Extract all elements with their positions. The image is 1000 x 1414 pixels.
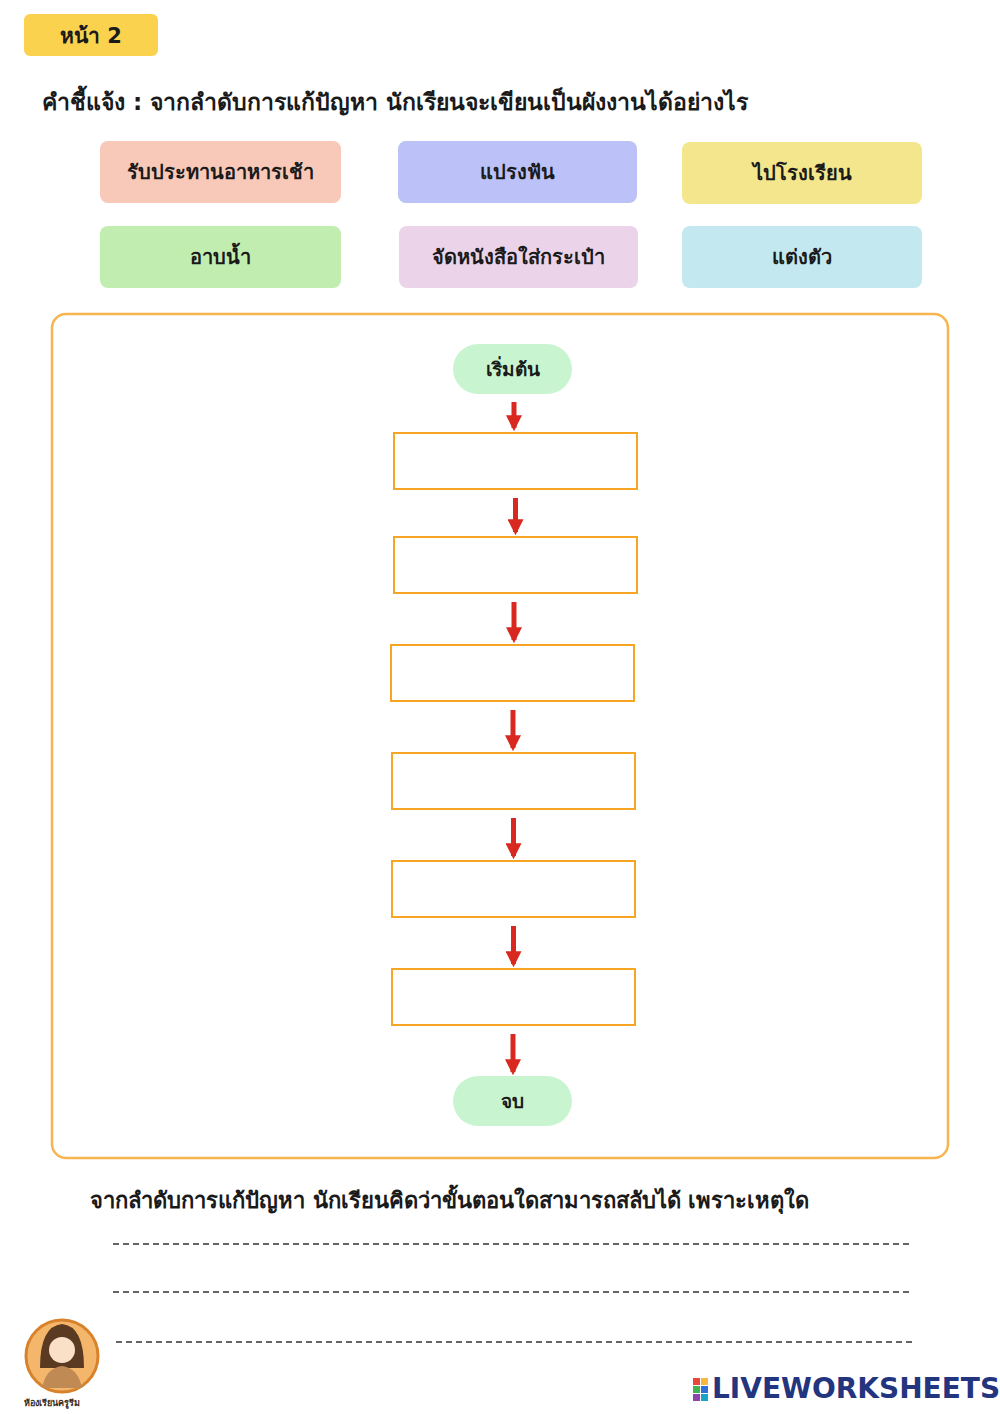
question-text: จากลำดับการแก้ปัญหา นักเรียนคิดว่าขั้นตอ…	[90, 1183, 809, 1218]
node-text: แต่งตัว	[772, 241, 832, 273]
node-text: แปรงฟัน	[480, 156, 555, 188]
flow-arrow	[511, 818, 516, 856]
process-box	[391, 968, 636, 1026]
flow-arrow	[512, 402, 517, 428]
node-text: รับประทานอาหารเช้า	[127, 156, 314, 188]
node-text: จบ	[501, 1086, 524, 1116]
answer-panel	[52, 314, 948, 1158]
liveworksheets-icon	[693, 1378, 708, 1401]
process-box	[391, 860, 636, 918]
process-box	[393, 432, 638, 490]
option-box: อาบน้ำ	[100, 226, 341, 288]
flow-arrow	[511, 1034, 516, 1072]
node-text: อาบน้ำ	[190, 241, 251, 273]
flow-arrow	[512, 602, 517, 640]
process-box	[390, 644, 635, 702]
option-box: ไปโรงเรียน	[682, 142, 922, 204]
option-box: แต่งตัว	[682, 226, 922, 288]
process-box	[393, 536, 638, 594]
logo-text: ห้องเรียนครูรีม	[24, 1396, 80, 1410]
option-box: รับประทานอาหารเช้า	[100, 141, 341, 203]
watermark: LIVEWORKSHEETS	[712, 1372, 1000, 1405]
answer-lines	[113, 1244, 916, 1342]
start-terminal: เริ่มต้น	[453, 344, 572, 394]
node-text: ไปโรงเรียน	[753, 157, 852, 189]
page-tag: หน้า 2	[24, 14, 158, 56]
flow-arrow	[511, 710, 516, 748]
instruction-title: คำชี้แจ้ง : จากลำดับการแก้ปัญหา นักเรียน…	[42, 84, 748, 120]
node-text: หน้า 2	[60, 19, 122, 52]
option-box: แปรงฟัน	[398, 141, 637, 203]
flow-arrow	[513, 498, 518, 532]
end-terminal: จบ	[453, 1076, 572, 1126]
node-text: จัดหนังสือใส่กระเป๋า	[432, 241, 605, 273]
process-box	[391, 752, 636, 810]
option-box: จัดหนังสือใส่กระเป๋า	[399, 226, 638, 288]
flow-arrow	[511, 926, 516, 964]
teacher-logo	[26, 1320, 98, 1392]
node-text: เริ่มต้น	[486, 354, 540, 384]
